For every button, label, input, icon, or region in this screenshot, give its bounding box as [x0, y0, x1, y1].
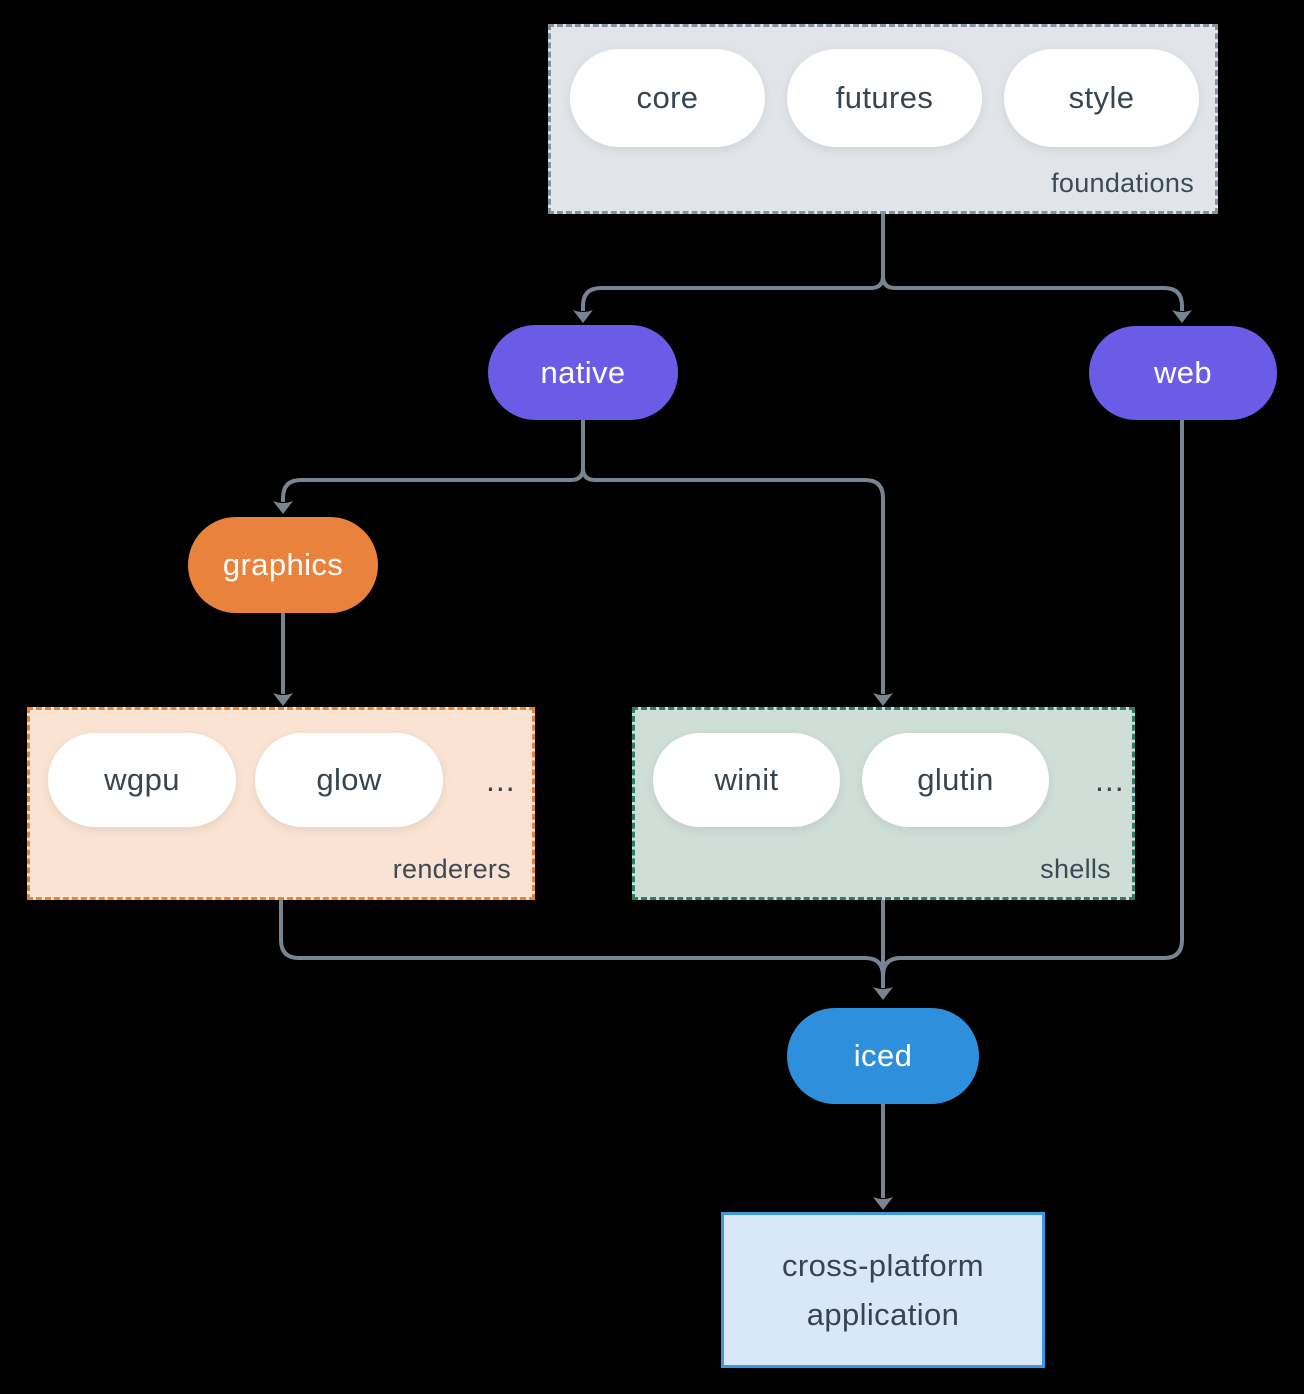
- group-foundations: core futures style foundations: [548, 24, 1218, 214]
- pill-glow: glow: [255, 733, 443, 827]
- edge-native-shells: [581, 420, 885, 694]
- pill-glutin: glutin: [862, 733, 1049, 827]
- node-graphics: graphics: [188, 517, 378, 613]
- edge-foundations-native: [581, 214, 885, 311]
- arrowhead-renderers: [273, 693, 293, 706]
- pill-wgpu: wgpu: [48, 733, 236, 827]
- group-shells-label: shells: [1040, 854, 1111, 884]
- application-line-2: application: [806, 1297, 960, 1332]
- arrowhead-shells: [873, 693, 893, 706]
- pill-style: style: [1004, 49, 1199, 147]
- node-iced: iced: [787, 1008, 979, 1104]
- arrowhead-native: [573, 310, 593, 323]
- renderers-pill-row: wgpu glow ...: [30, 710, 532, 827]
- edge-native-graphics: [281, 420, 585, 502]
- group-shells: winit glutin ... shells: [632, 707, 1135, 900]
- node-web: web: [1089, 326, 1277, 420]
- pill-core: core: [570, 49, 765, 147]
- group-renderers: wgpu glow ... renderers: [27, 707, 535, 900]
- pill-futures: futures: [787, 49, 982, 147]
- group-renderers-label: renderers: [392, 854, 511, 884]
- edge-foundations-web: [881, 214, 1184, 311]
- application-line-1: cross-platform: [782, 1248, 984, 1283]
- shells-ellipsis: ...: [1095, 761, 1125, 798]
- arrowhead-graphics: [273, 501, 293, 514]
- arrowhead-application: [873, 1197, 893, 1210]
- arrowhead-web: [1172, 310, 1192, 323]
- edge-renderers-iced: [279, 900, 885, 977]
- foundations-pill-row: core futures style: [551, 27, 1215, 147]
- edge-web-iced: [881, 420, 1184, 977]
- shells-pill-row: winit glutin ...: [635, 710, 1132, 827]
- arrowhead-iced: [873, 987, 893, 1000]
- node-native: native: [488, 325, 678, 420]
- group-foundations-label: foundations: [1051, 168, 1194, 198]
- application-box: cross-platform application: [721, 1212, 1045, 1368]
- renderers-ellipsis: ...: [486, 761, 516, 798]
- pill-winit: winit: [653, 733, 840, 827]
